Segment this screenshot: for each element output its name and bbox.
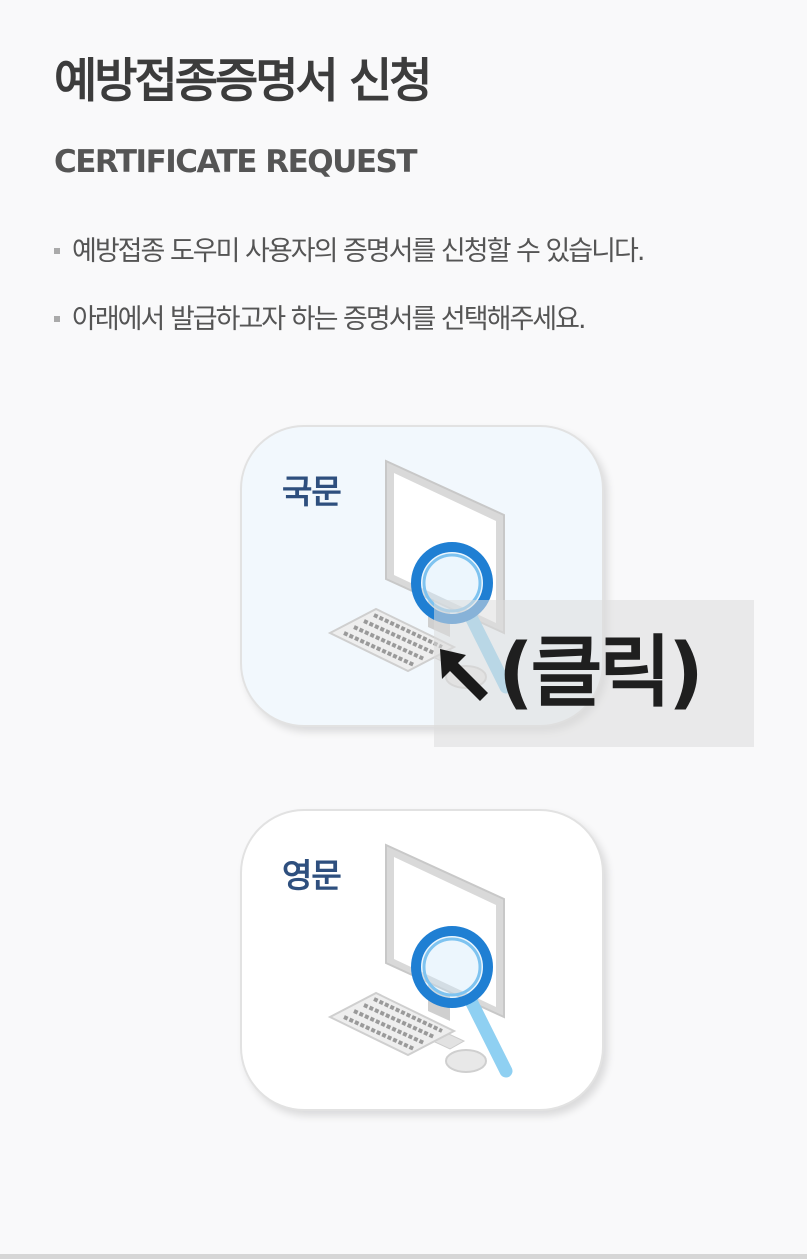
bottom-divider: [0, 1254, 807, 1259]
card-label: 국문: [282, 472, 342, 511]
click-annotation-overlay: [434, 600, 754, 747]
bullet-icon: [54, 248, 60, 254]
page-title: 예방접종증명서 신청: [54, 54, 433, 109]
description-item: 아래에서 발급하고자 하는 증명서를 선택해주세요.: [54, 300, 643, 340]
computer-search-icon: [327, 843, 513, 1078]
bullet-icon: [54, 316, 60, 322]
description-item: 예방접종 도우미 사용자의 증명서를 신청할 수 있습니다.: [54, 232, 645, 272]
description-list: 예방접종 도우미 사용자의 증명서를 신청할 수 있습니다. 아래에서 발급하고…: [54, 232, 645, 368]
mouse-pointer-icon: [440, 649, 488, 701]
description-text: 예방접종 도우미 사용자의 증명서를 신청할 수 있습니다.: [72, 236, 645, 267]
english-certificate-button[interactable]: 영문: [240, 809, 604, 1111]
click-annotation-text: (클릭): [498, 628, 704, 718]
description-text: 아래에서 발급하고자 하는 증명서를 선택해주세요.: [72, 304, 587, 335]
card-label: 영문: [282, 856, 342, 895]
page-subtitle: CERTIFICATE REQUEST: [54, 144, 417, 180]
